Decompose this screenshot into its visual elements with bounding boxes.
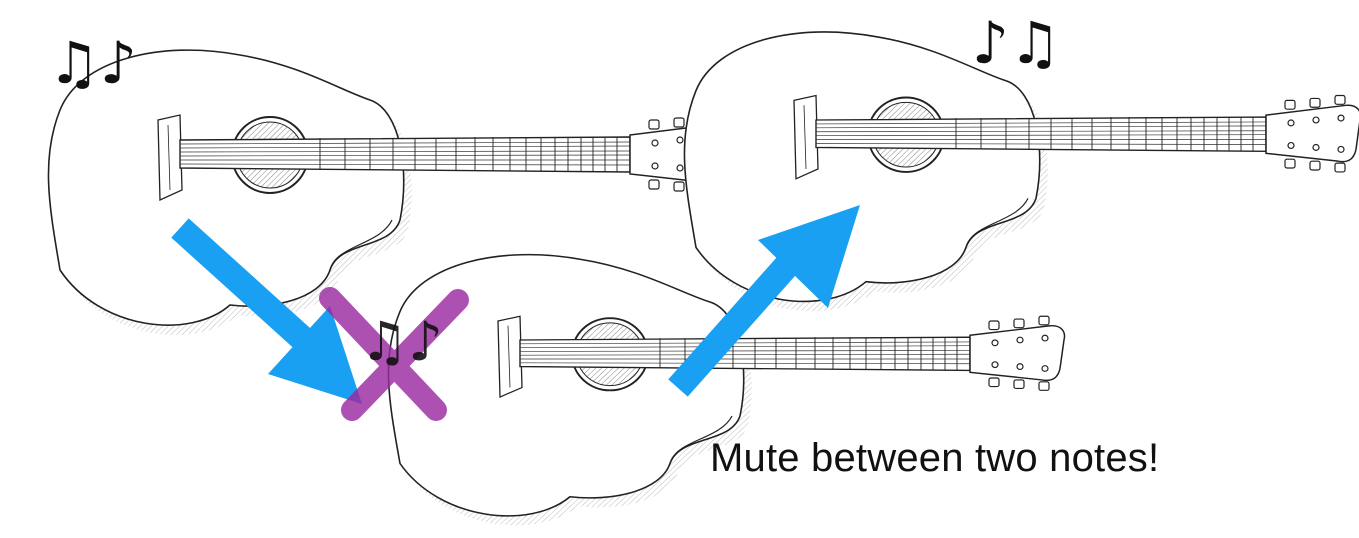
guitar-2	[387, 253, 1066, 527]
musical-notes-icon: ♫♪	[360, 310, 443, 373]
musical-notes-icon: ♫♪	[48, 29, 138, 97]
arrow-up-right	[668, 205, 860, 397]
mute-cross-icon	[319, 287, 469, 421]
arrow-down-right	[171, 218, 362, 404]
caption-text: Mute between two notes!	[710, 436, 1160, 480]
musical-notes-icon: ♪♫	[972, 9, 1062, 77]
